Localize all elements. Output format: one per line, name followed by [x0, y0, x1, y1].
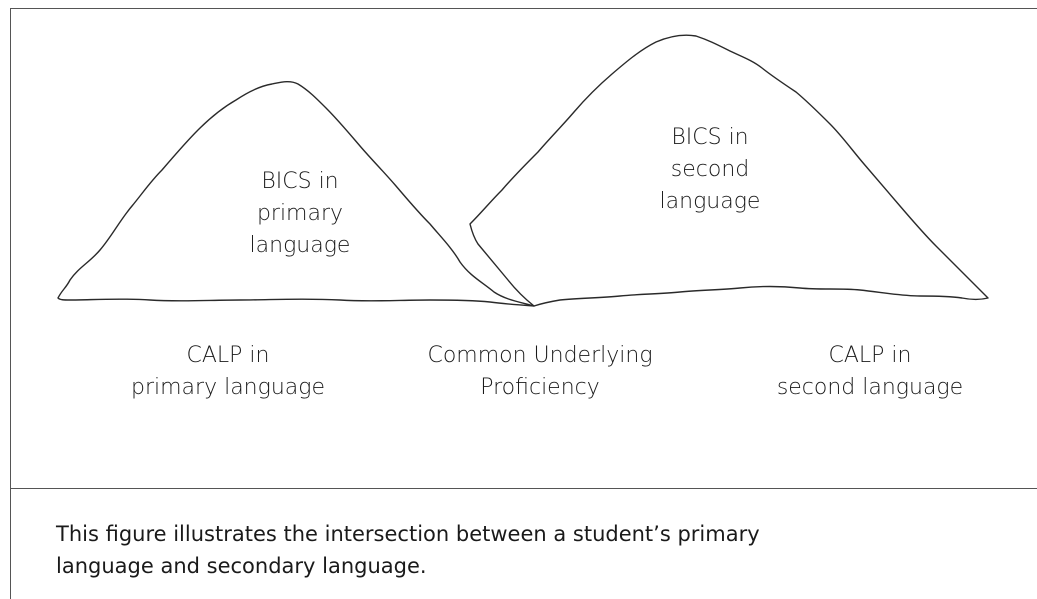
bics-second-label: BICS in second language	[659, 125, 761, 214]
figure-frame	[10, 8, 1037, 599]
caption-divider	[10, 488, 1037, 489]
figure-caption: This figure illustrates the intersection…	[56, 522, 760, 578]
calp-primary-label: CALP in primary language	[131, 343, 325, 400]
common-underlying-proficiency-label: Common Underlying Proficiency	[427, 343, 653, 400]
primary-language-mountain	[57, 81, 535, 307]
calp-second-label: CALP in second language	[776, 343, 964, 400]
bics-primary-label: BICS in primary language	[249, 169, 351, 258]
second-language-mountain	[469, 34, 989, 307]
